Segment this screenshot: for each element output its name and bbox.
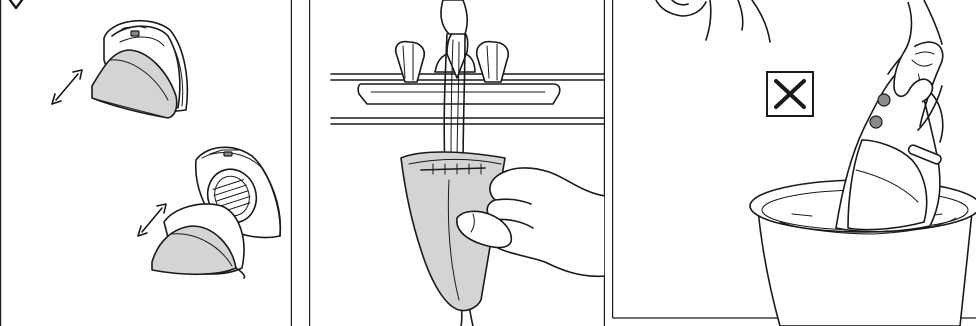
holding-hand (456, 167, 605, 278)
filter-cone (400, 151, 506, 312)
double-arrow-icon (137, 203, 167, 237)
lower-cup-assembly (151, 146, 282, 279)
filter-removal-drawing (0, 0, 292, 326)
panel-do-not-immerse (612, 0, 976, 326)
hand-fragment (655, 0, 771, 43)
panel-rinse-filter (309, 0, 605, 326)
counter-edge (330, 73, 605, 125)
sink-basin (357, 83, 561, 105)
double-arrow-icon (51, 69, 83, 105)
panel-filter-removal (0, 0, 292, 326)
cross-mark-icon (766, 71, 814, 117)
upper-cup-assembly (91, 19, 189, 119)
corner-arrow-fragment (8, 0, 24, 10)
rinse-filter-drawing (309, 0, 605, 326)
do-not-immerse-drawing (612, 0, 976, 326)
cleaner-body (835, 41, 944, 233)
holding-hand (893, 0, 943, 103)
